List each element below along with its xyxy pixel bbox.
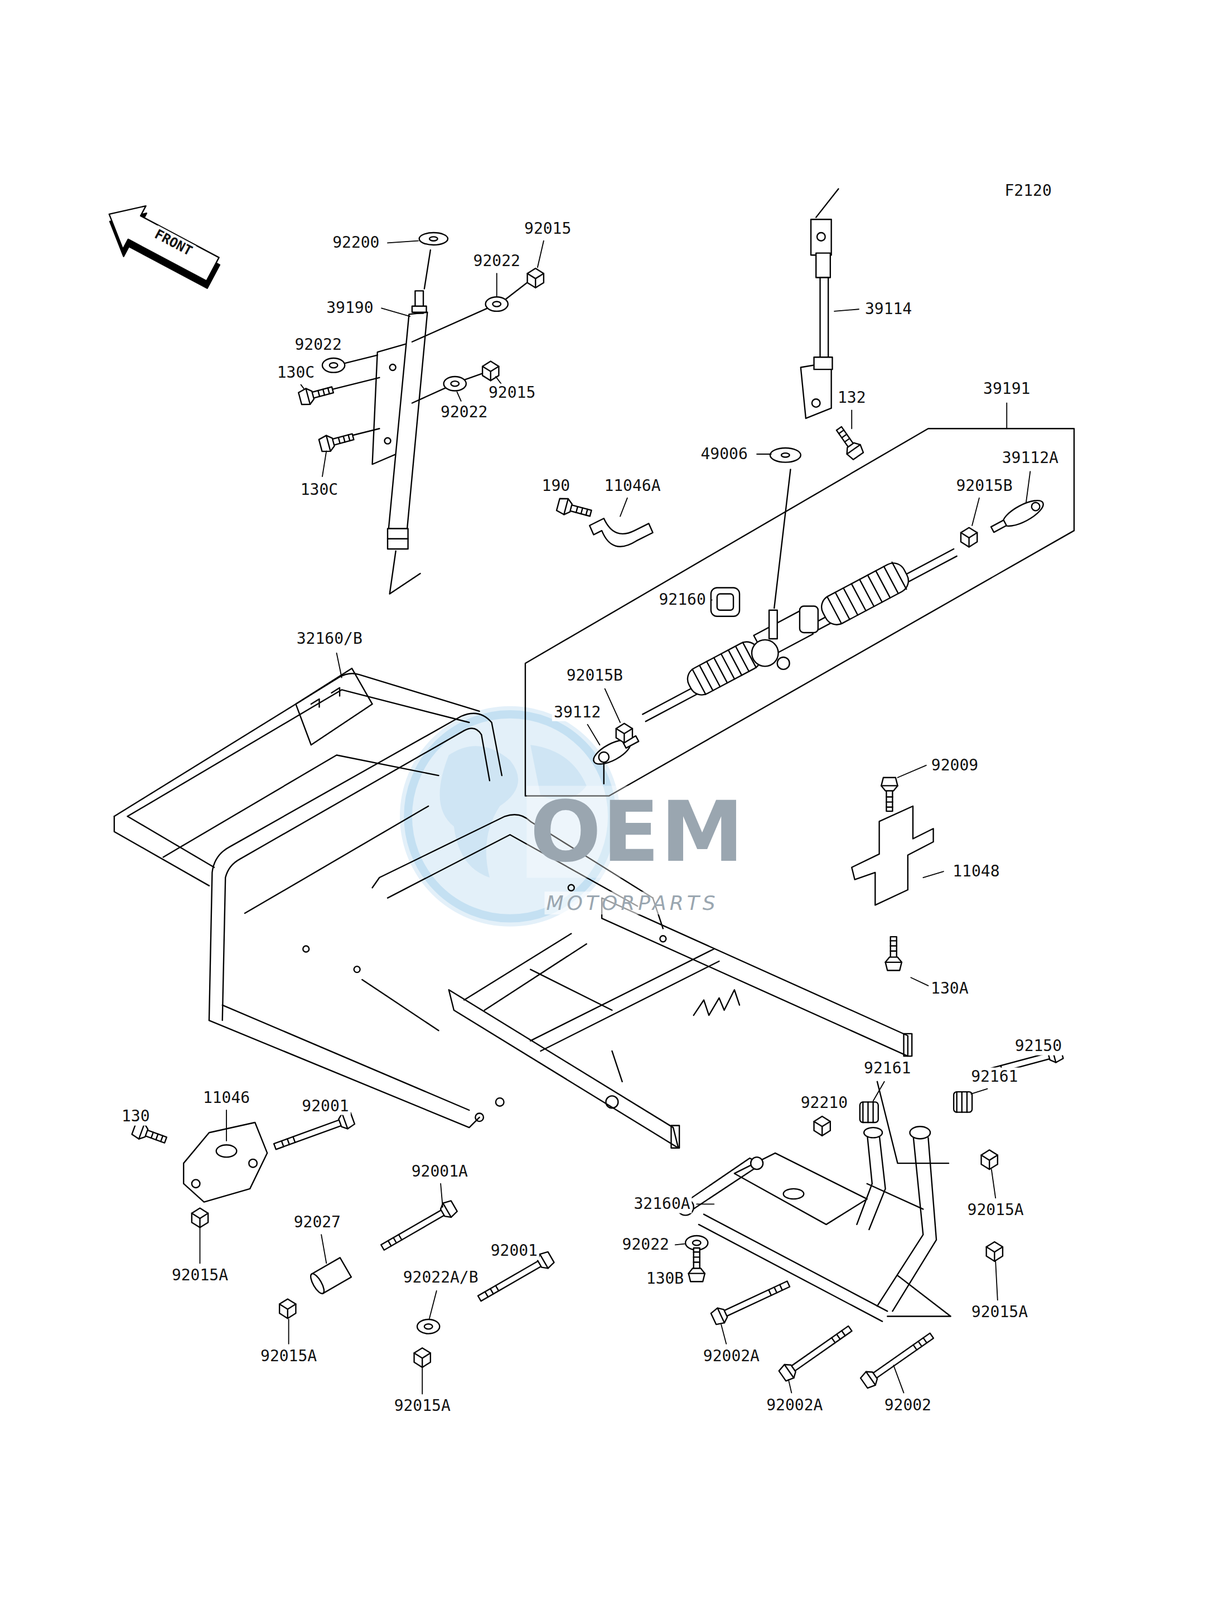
steering-column bbox=[318, 232, 529, 594]
bracket bbox=[851, 805, 934, 905]
callout-number: 92022 bbox=[438, 403, 490, 422]
callout-number: 92015A bbox=[965, 1200, 1026, 1220]
leader-lines bbox=[199, 240, 1031, 1394]
callout-number: 92009 bbox=[929, 755, 980, 775]
callout-number: 130B bbox=[644, 1268, 686, 1288]
callout-number: 92022 bbox=[292, 335, 343, 355]
callout-number: 39191 bbox=[981, 379, 1032, 398]
callout-number: 92002A bbox=[701, 1346, 762, 1365]
callout-number: 130A bbox=[929, 979, 970, 998]
front-arrow bbox=[94, 192, 229, 298]
callout-number: 130 bbox=[119, 1107, 152, 1126]
vehicle-frame bbox=[114, 668, 912, 1148]
callout-number: 92001A bbox=[409, 1161, 470, 1181]
steering-shaft bbox=[800, 188, 839, 419]
callout-number: 132 bbox=[835, 388, 868, 408]
callout-number: 92160 bbox=[656, 590, 708, 609]
callout-number: 39112A bbox=[1000, 448, 1061, 468]
watermark: MOTORPARTS bbox=[544, 891, 720, 915]
callout-number: 11046A bbox=[602, 476, 662, 495]
callout-number: 92150 bbox=[1013, 1036, 1064, 1055]
callout-number: 92022A/B bbox=[401, 1268, 481, 1287]
callout-number: 92022 bbox=[471, 252, 522, 271]
watermark: OEM bbox=[527, 785, 749, 878]
callout-number: 92002 bbox=[882, 1395, 934, 1414]
callout-number: 92022 bbox=[620, 1235, 671, 1254]
callout-number: 92015A bbox=[170, 1265, 230, 1285]
callout-number: 11048 bbox=[950, 862, 1002, 881]
figure-code: F2120 bbox=[1003, 181, 1054, 201]
callout-number: 92015 bbox=[522, 219, 573, 238]
callout-number: 92001 bbox=[489, 1241, 540, 1260]
callout-number: 39190 bbox=[324, 298, 375, 318]
callout-number: 39114 bbox=[863, 300, 914, 319]
callout-number: 130C bbox=[298, 480, 340, 500]
callout-number: 92015 bbox=[486, 383, 538, 403]
callout-number: 92161 bbox=[862, 1059, 913, 1078]
steering-rack bbox=[590, 447, 1047, 784]
callout-number: 32160/B bbox=[295, 629, 365, 649]
callout-number: 92015A bbox=[392, 1396, 453, 1415]
callout-number: 92210 bbox=[799, 1093, 850, 1113]
callout-number: 11046 bbox=[201, 1088, 252, 1108]
callout-number: 92015A bbox=[969, 1302, 1030, 1322]
direction-label: FRONT bbox=[150, 225, 197, 260]
assembly-bracket bbox=[525, 428, 1075, 796]
mount-bracket bbox=[183, 1122, 268, 1202]
callout-number: 92200 bbox=[330, 233, 381, 253]
clamp bbox=[589, 518, 653, 547]
bushing bbox=[859, 1091, 973, 1123]
sub-frame bbox=[677, 1081, 951, 1322]
callout-number: 92015B bbox=[564, 665, 625, 685]
callout-number: 92161 bbox=[969, 1066, 1020, 1086]
callout-number: 92002A bbox=[764, 1395, 825, 1414]
callout-number: 92027 bbox=[292, 1212, 343, 1232]
callout-number: 32160A bbox=[631, 1194, 692, 1213]
callout-number: 49006 bbox=[698, 445, 749, 464]
spacer bbox=[308, 1257, 352, 1295]
callout-number: 92015A bbox=[258, 1346, 319, 1365]
callout-number: 39112 bbox=[552, 702, 603, 722]
callout-number: 190 bbox=[540, 476, 573, 495]
callout-number: 92015B bbox=[954, 476, 1014, 495]
callout-number: 130C bbox=[275, 363, 317, 382]
callout-number: 92001 bbox=[300, 1096, 351, 1115]
